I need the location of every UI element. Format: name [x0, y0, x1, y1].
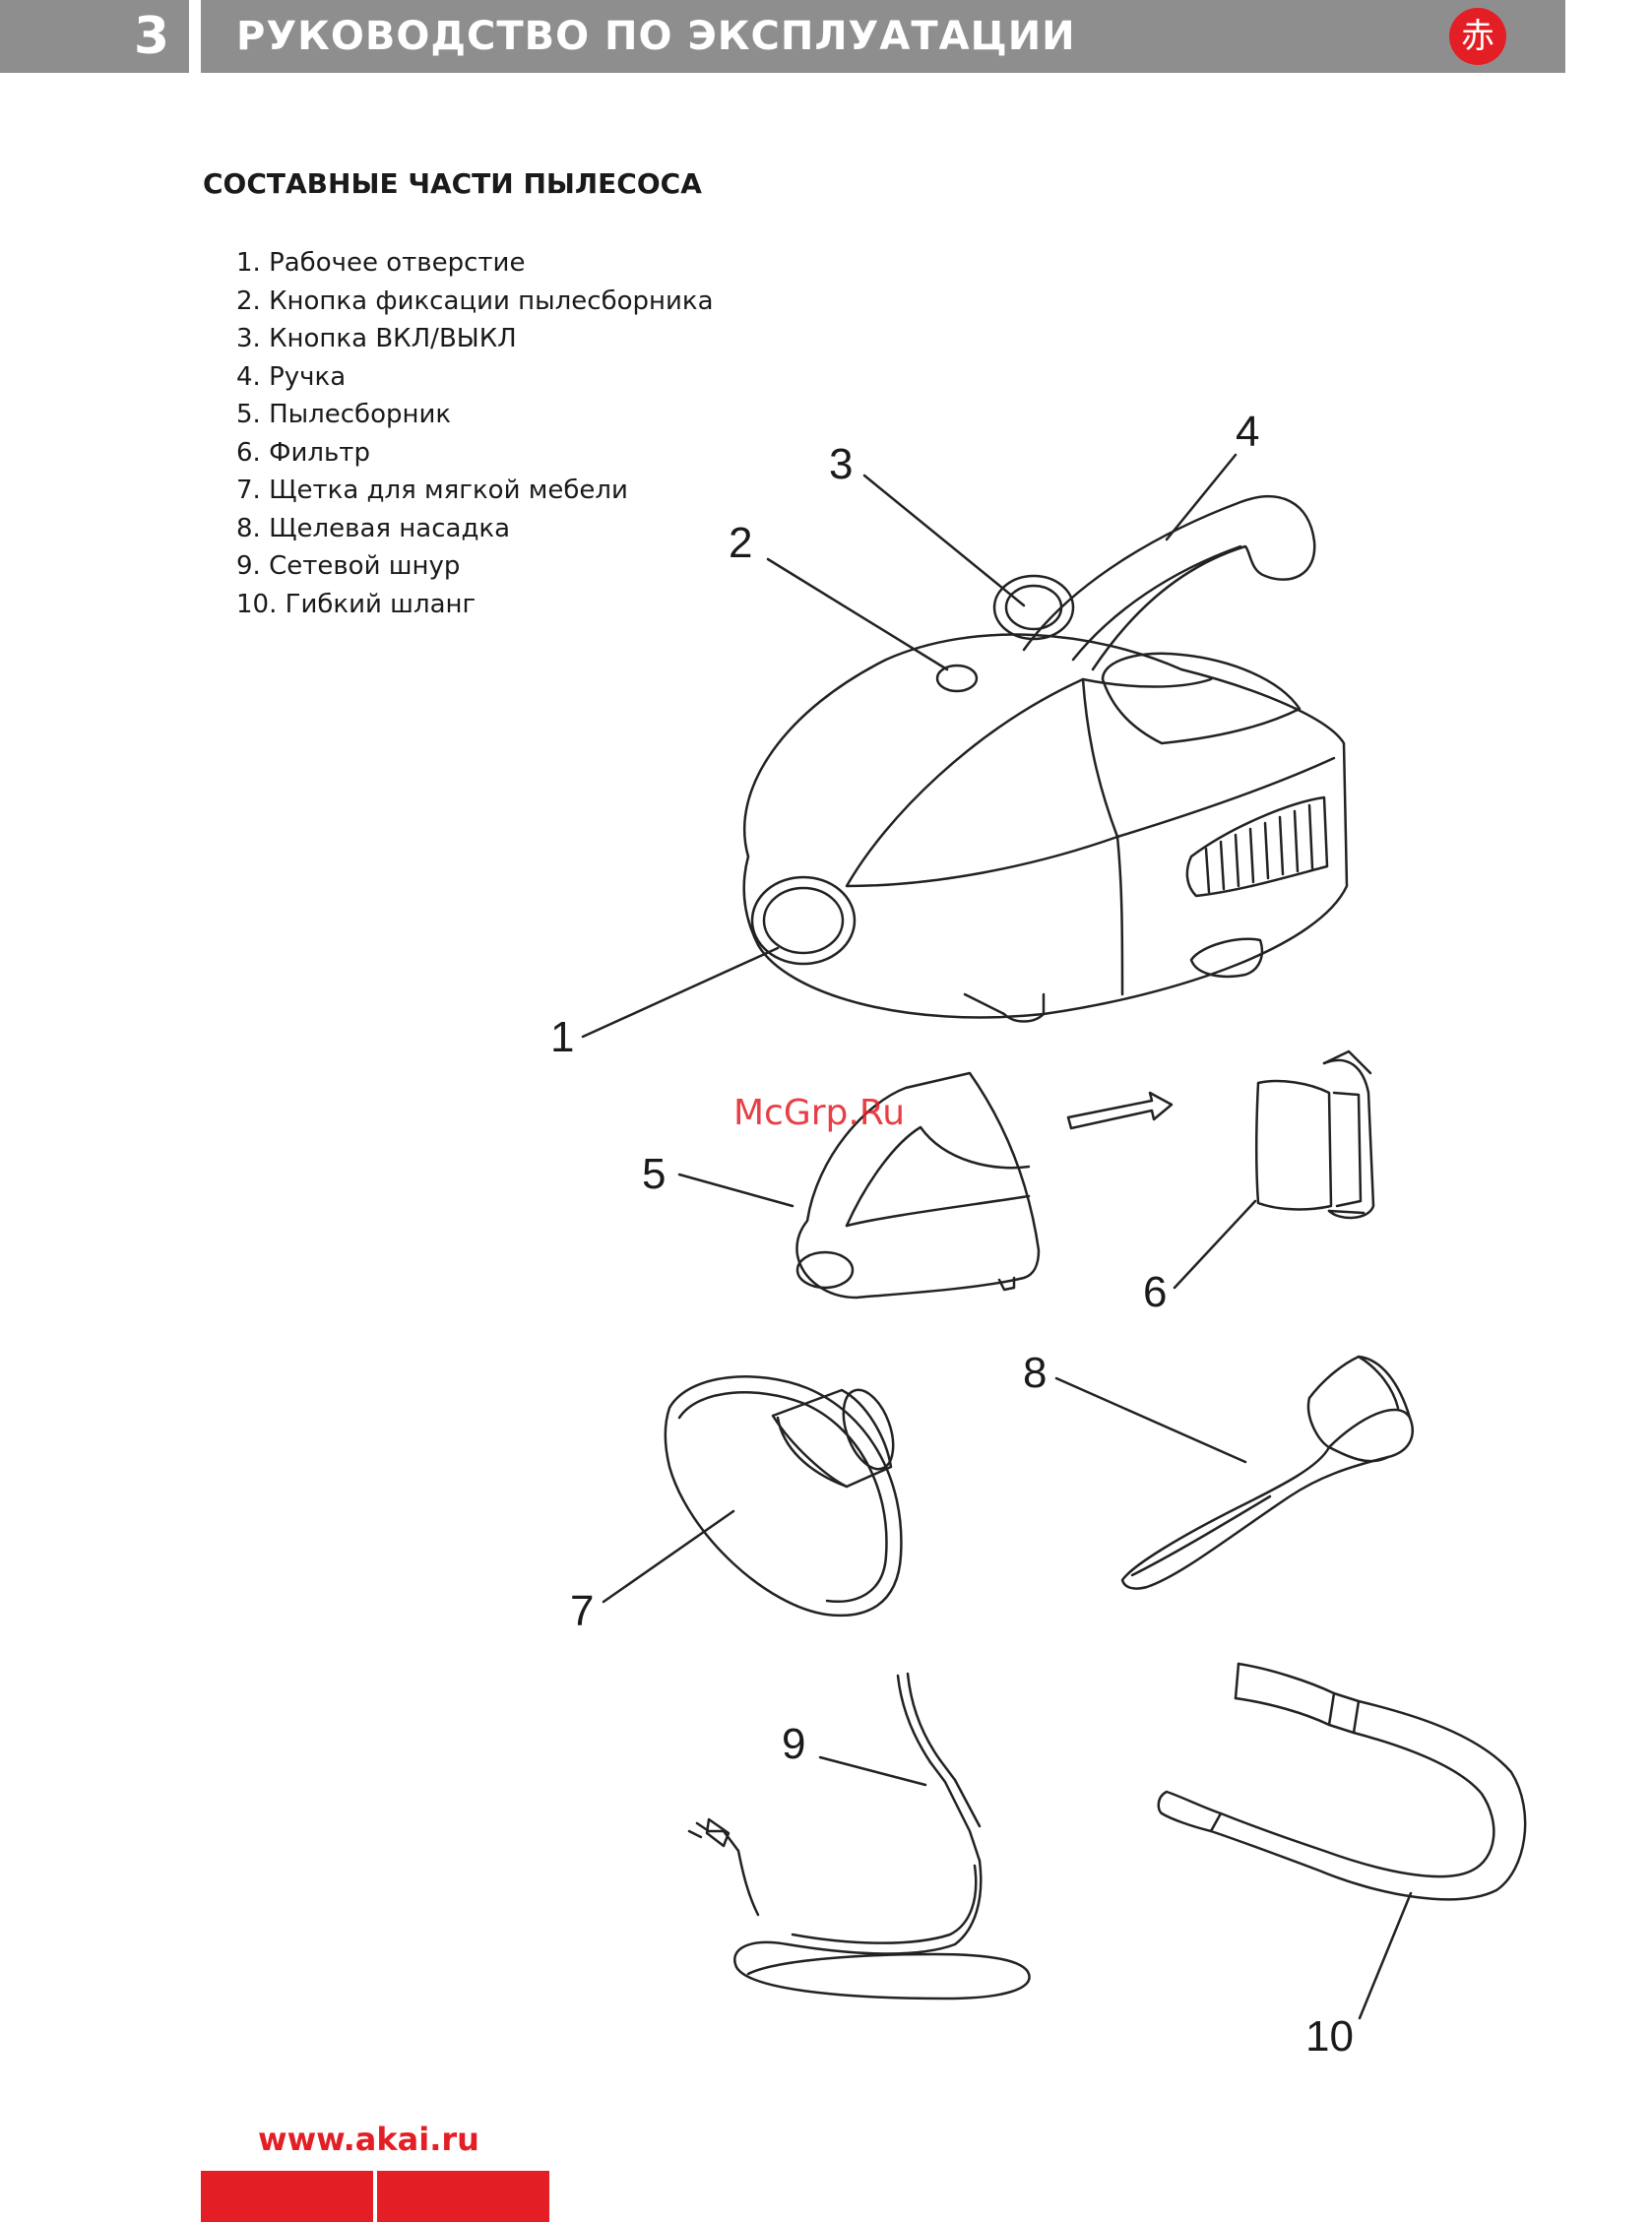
power-cord-drawing [689, 1674, 1030, 1999]
footer-url: www.akai.ru [258, 2121, 479, 2158]
callout-6: 6 [1143, 1268, 1167, 1316]
crevice-nozzle-drawing [1122, 1357, 1413, 1589]
flexible-hose-drawing [1159, 1664, 1525, 1899]
callout-8: 7 [570, 1587, 594, 1635]
callout-7: 8 [1023, 1349, 1047, 1397]
leader-lines [583, 455, 1411, 2018]
arrow-icon [1068, 1093, 1172, 1128]
vacuum-body-drawing [744, 496, 1347, 1021]
callout-2: 2 [729, 519, 752, 567]
callout-1: 1 [550, 1013, 574, 1061]
callout-4: 4 [1236, 408, 1259, 456]
footer-bar [377, 2171, 549, 2222]
filter-drawing [1256, 1051, 1373, 1218]
footer-bar [201, 2171, 373, 2222]
watermark: McGrp.Ru [733, 1093, 905, 1133]
callout-10: 10 [1305, 2012, 1354, 2061]
callout-5: 5 [642, 1150, 666, 1198]
upholstery-brush-drawing [666, 1376, 903, 1616]
callout-3: 3 [829, 440, 853, 488]
callout-9: 9 [782, 1720, 805, 1768]
